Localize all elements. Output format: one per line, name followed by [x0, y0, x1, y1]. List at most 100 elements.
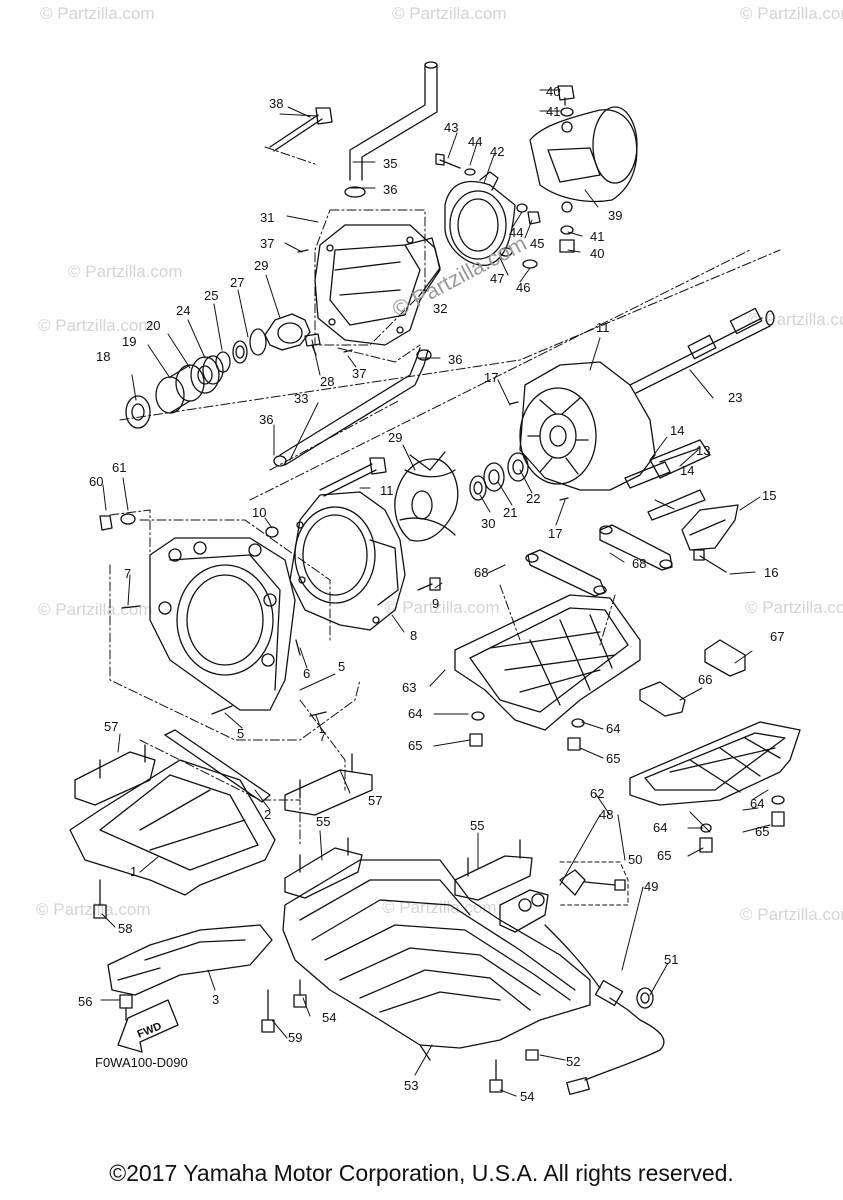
watermark: © Partzilla.com [68, 262, 183, 281]
mount-57b [284, 753, 373, 816]
o-ring-27 [249, 328, 267, 356]
callout: 46 [516, 280, 530, 295]
callout: 57 [104, 719, 118, 734]
plate-62 [629, 721, 801, 806]
seal-21 [483, 462, 505, 492]
mount-55a [284, 837, 363, 899]
impeller-29 [394, 451, 459, 542]
callout: 38 [269, 96, 283, 111]
callout: 64 [408, 706, 422, 721]
callout: 7 [319, 729, 326, 744]
washer-44 [464, 168, 528, 213]
washer-61 [120, 513, 136, 525]
mount-57a [74, 744, 156, 806]
bolt-58 [93, 879, 107, 919]
leader-lines [100, 89, 771, 1097]
callout: 9 [432, 596, 439, 611]
callout: 27 [230, 275, 244, 290]
callout: 48 [599, 807, 613, 822]
bolt-9 [417, 577, 441, 591]
callout: 23 [728, 390, 742, 405]
callout: 56 [78, 994, 92, 1009]
callout: 29 [254, 258, 268, 273]
callout: 11 [380, 483, 394, 498]
callout: 14 [670, 423, 684, 438]
watermark: © Partzilla.com [740, 4, 843, 23]
callout: 22 [526, 491, 540, 506]
seal-18 [125, 395, 151, 429]
bracket-3 [107, 924, 273, 996]
callout: 25 [204, 288, 218, 303]
nut-10 [265, 526, 279, 538]
callout: 66 [698, 672, 712, 687]
watermark: © Partzilla.com [40, 4, 155, 23]
callout: 62 [590, 786, 604, 801]
callout: 32 [433, 301, 447, 316]
callout: 2 [264, 807, 271, 822]
callout: 53 [404, 1078, 418, 1093]
bolt-40 [557, 85, 575, 106]
callout: 36 [383, 182, 397, 197]
watermark: © Partzilla.com [745, 598, 843, 617]
bolt-40b [559, 239, 575, 253]
bolt-54 [293, 979, 503, 1093]
callout: 21 [503, 505, 517, 520]
callout: 3 [212, 992, 219, 1007]
callout: 61 [112, 460, 126, 475]
plate-63 [454, 594, 641, 731]
callout: 36 [259, 412, 273, 427]
callout: 24 [176, 303, 190, 318]
callout: 39 [608, 208, 622, 223]
callout: 20 [146, 318, 160, 333]
callout: 59 [288, 1030, 302, 1045]
hose-35 [279, 347, 429, 466]
cable-49 [544, 924, 665, 1081]
callout: 43 [444, 120, 458, 135]
copyright-footer: ©2017 Yamaha Motor Corporation, U.S.A. A… [109, 1160, 734, 1186]
callout: 19 [122, 334, 136, 349]
callout: 65 [408, 738, 422, 753]
callout: 64 [606, 721, 620, 736]
nozzle-39 [529, 106, 638, 213]
callout: 8 [410, 628, 417, 643]
strip-2 [164, 729, 271, 803]
jet-housing-31 [314, 224, 441, 346]
bolt-38 [269, 107, 333, 152]
nozzle-ring-42 [444, 171, 516, 266]
callout: 41 [546, 104, 560, 119]
bolt-28 [304, 333, 321, 356]
assembly-guide-lines [109, 146, 781, 846]
callout: 33 [294, 391, 308, 406]
callout: 16 [764, 565, 778, 580]
pin-37 [297, 249, 353, 353]
callout: 6 [303, 666, 310, 681]
drive-shaft-23 [629, 307, 775, 394]
mount-55b [454, 839, 533, 901]
intake-duct-8 [289, 491, 406, 631]
callout: 13 [696, 443, 710, 458]
callout: 10 [252, 505, 266, 520]
callout: 42 [490, 144, 504, 159]
clamp-36 [273, 349, 432, 467]
callout: 68 [474, 565, 488, 580]
callout: 63 [402, 680, 416, 695]
callout: 28 [320, 374, 334, 389]
bracket-50 [559, 869, 626, 896]
callout: 36 [448, 352, 462, 367]
bolt-59 [261, 989, 275, 1033]
clamp-34 [344, 186, 366, 198]
callout: 64 [653, 820, 667, 835]
callout: 14 [680, 463, 694, 478]
cover-13 [649, 439, 711, 479]
callout: 1 [130, 864, 137, 879]
callout: 31 [260, 210, 274, 225]
bolt-65 [469, 733, 581, 751]
callout: 11 [596, 320, 610, 335]
grommet-51 [636, 987, 654, 1009]
callout: 50 [628, 852, 642, 867]
hose-bracket-50 [559, 861, 629, 906]
grate-15 [681, 504, 739, 551]
cap-26 [264, 313, 311, 351]
bolt-16 [693, 549, 727, 573]
